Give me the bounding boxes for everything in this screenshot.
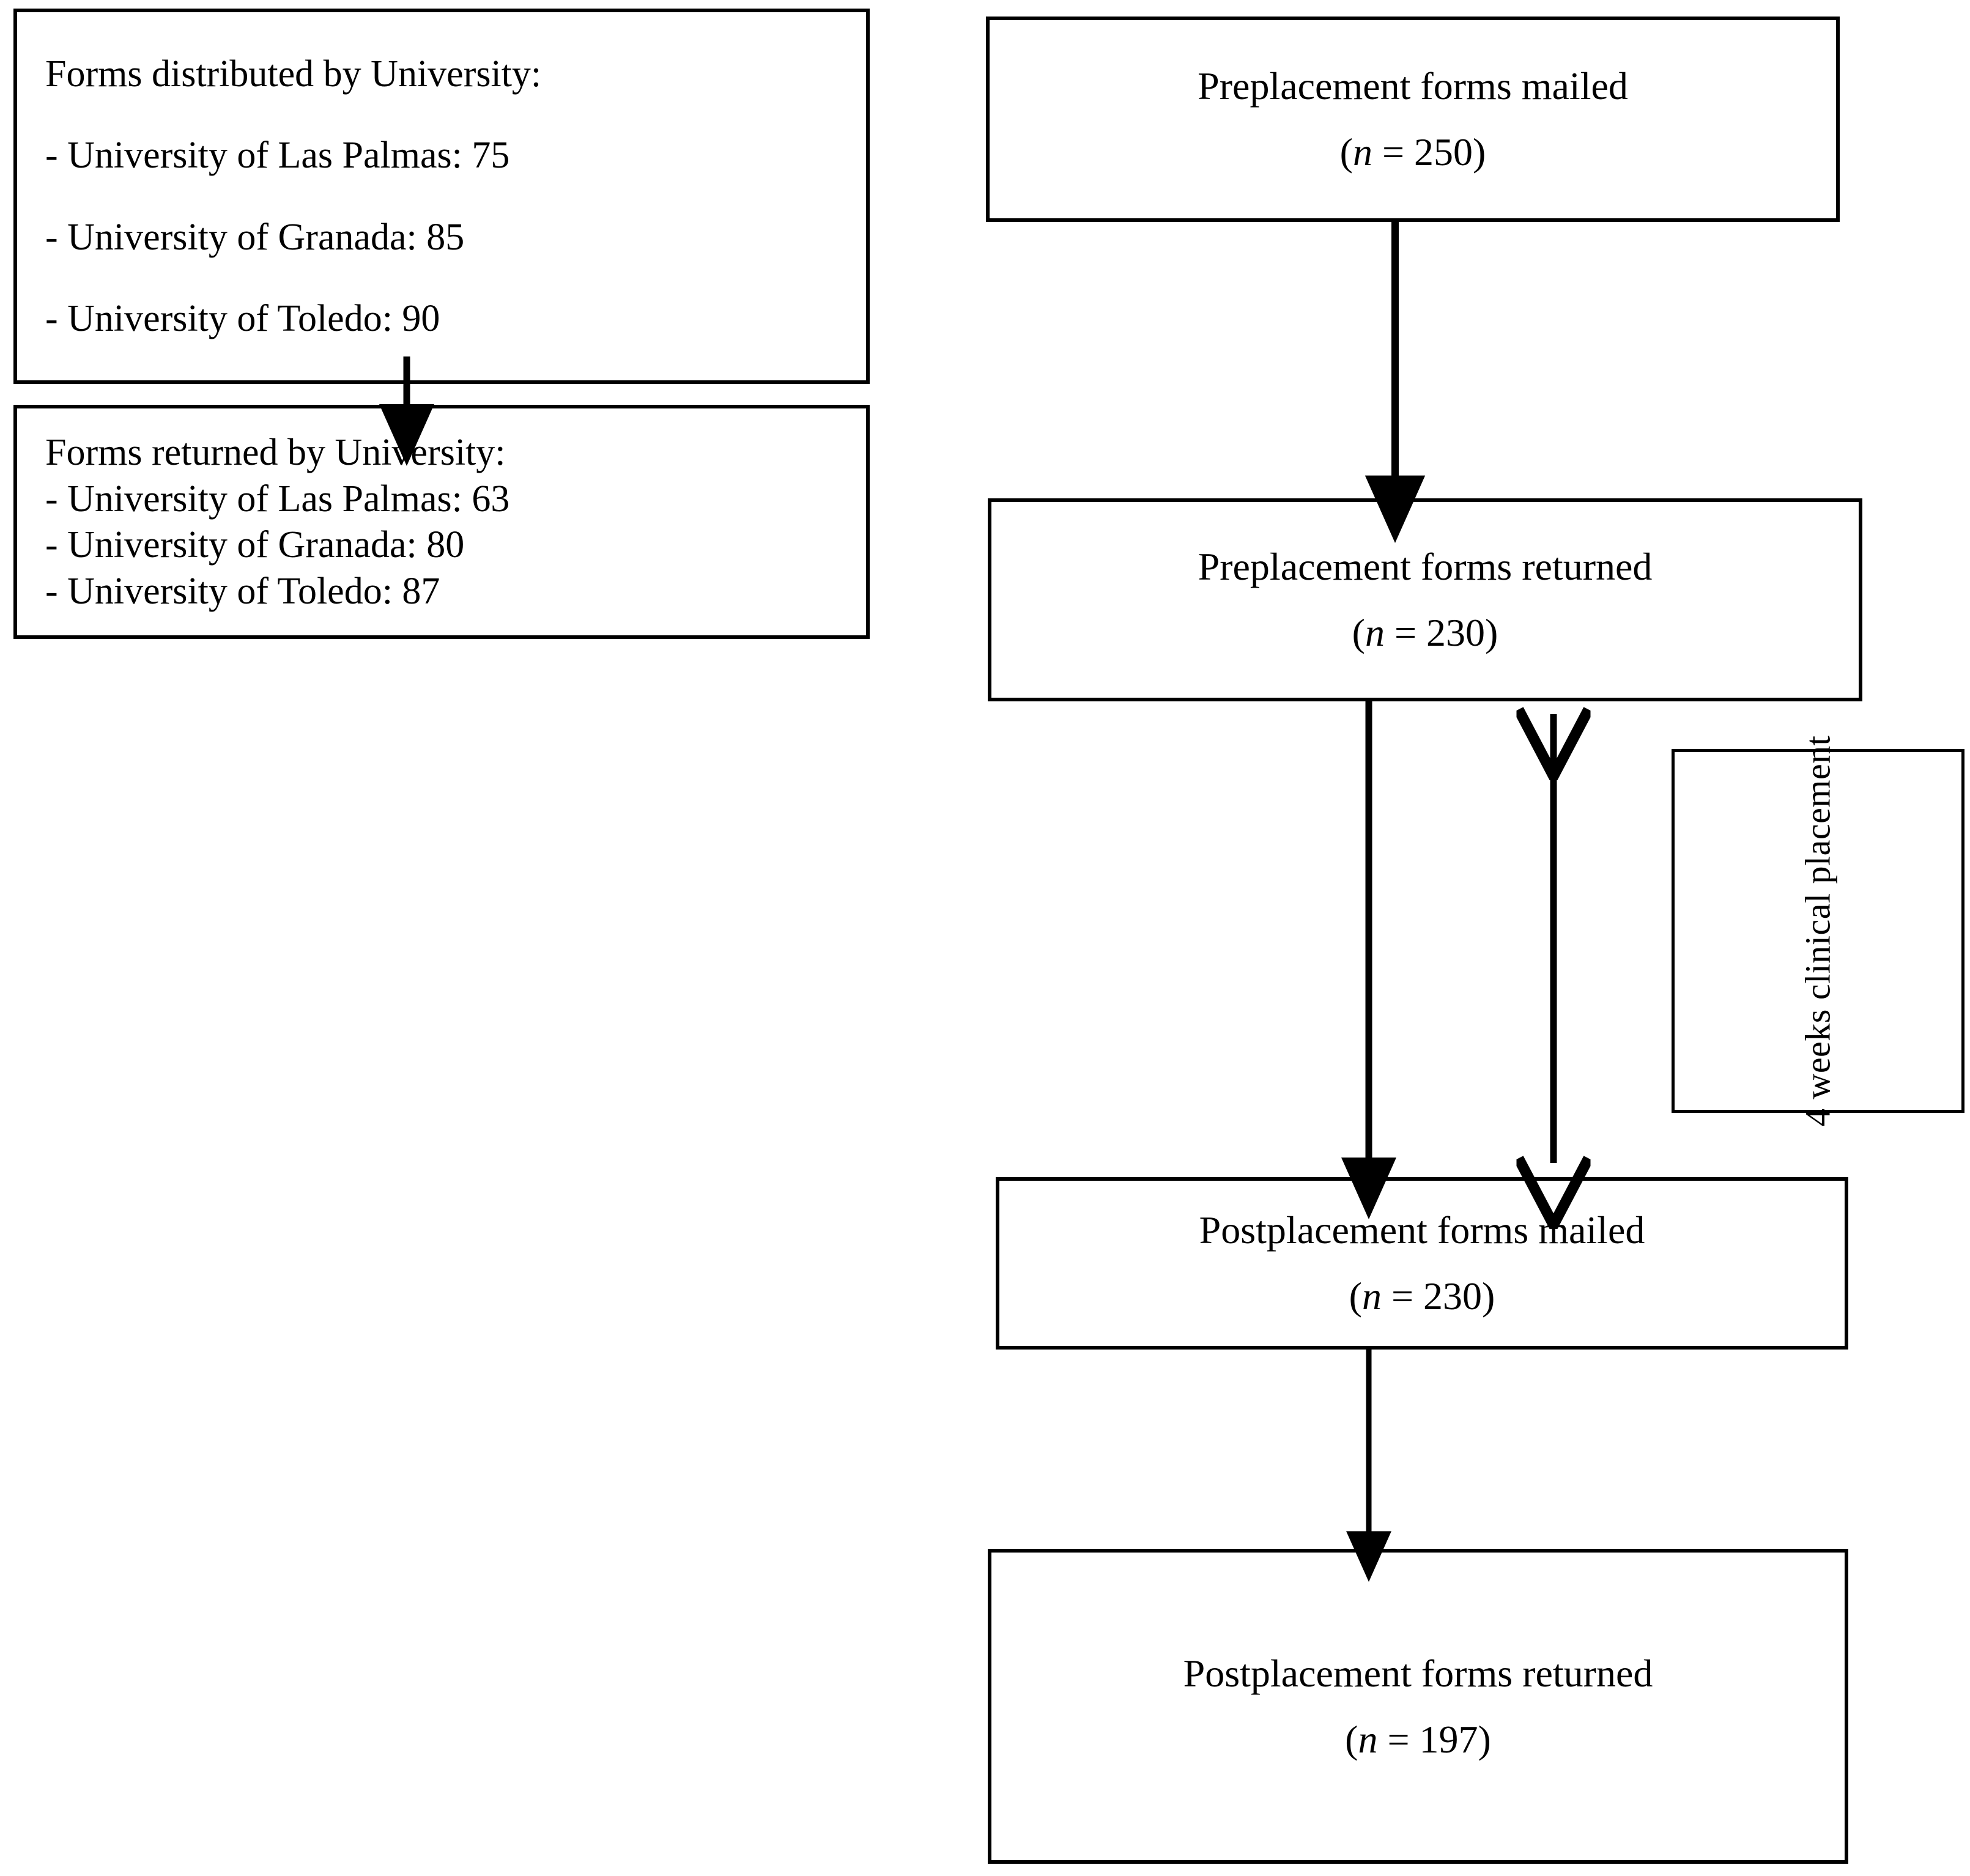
node-count: (n = 250) xyxy=(1340,130,1486,175)
forms-distributed-box: Forms distributed by University: - Unive… xyxy=(13,9,870,384)
count-prefix: ( xyxy=(1352,611,1365,654)
clinical-placement-duration-box: 4 weeks clinical placement xyxy=(1672,736,1964,1126)
node-count: (n = 230) xyxy=(1349,1274,1495,1319)
count-symbol: n xyxy=(1361,1274,1382,1318)
clinical-placement-duration-label: 4 weeks clinical placement xyxy=(1798,735,1838,1127)
count-value: 230 xyxy=(1426,611,1486,654)
count-value: 197 xyxy=(1419,1717,1478,1761)
count-suffix: ) xyxy=(1482,1274,1495,1318)
postplacement-mailed-box: Postplacement forms mailed (n = 230) xyxy=(996,1177,1848,1350)
postplacement-returned-box: Postplacement forms returned (n = 197) xyxy=(988,1549,1848,1864)
node-count: (n = 230) xyxy=(1352,610,1498,655)
count-equals: = xyxy=(1372,130,1415,174)
count-value: 230 xyxy=(1423,1274,1483,1318)
list-item: - University of Granada: 85 xyxy=(45,216,465,258)
count-prefix: ( xyxy=(1345,1717,1358,1761)
count-prefix: ( xyxy=(1349,1274,1362,1318)
forms-returned-title: Forms returned by University: xyxy=(45,431,506,473)
count-symbol: n xyxy=(1352,130,1372,174)
preplacement-mailed-box: Preplacement forms mailed (n = 250) xyxy=(986,17,1840,222)
preplacement-returned-box: Preplacement forms returned (n = 230) xyxy=(988,498,1862,701)
list-item: - University of Granada: 80 xyxy=(45,524,465,566)
forms-returned-box: Forms returned by University: - Universi… xyxy=(13,405,870,639)
list-item: - University of Las Palmas: 63 xyxy=(45,478,510,520)
list-item: - University of Las Palmas: 75 xyxy=(45,135,510,177)
count-symbol: n xyxy=(1365,611,1385,654)
node-title: Postplacement forms mailed xyxy=(1199,1208,1645,1252)
count-value: 250 xyxy=(1414,130,1473,174)
list-item: - University of Toledo: 90 xyxy=(45,298,440,340)
list-item: - University of Toledo: 87 xyxy=(45,571,440,613)
node-title: Postplacement forms returned xyxy=(1183,1651,1653,1695)
count-equals: = xyxy=(1381,1274,1424,1318)
count-symbol: n xyxy=(1358,1717,1378,1761)
count-suffix: ) xyxy=(1485,611,1498,654)
count-suffix: ) xyxy=(1473,130,1486,174)
count-equals: = xyxy=(1384,611,1427,654)
count-prefix: ( xyxy=(1339,130,1353,174)
node-title: Preplacement forms returned xyxy=(1198,545,1653,589)
forms-distributed-title: Forms distributed by University: xyxy=(45,53,542,95)
node-count: (n = 197) xyxy=(1345,1717,1491,1762)
count-suffix: ) xyxy=(1478,1717,1491,1761)
node-title: Preplacement forms mailed xyxy=(1198,64,1628,108)
count-equals: = xyxy=(1377,1717,1420,1761)
